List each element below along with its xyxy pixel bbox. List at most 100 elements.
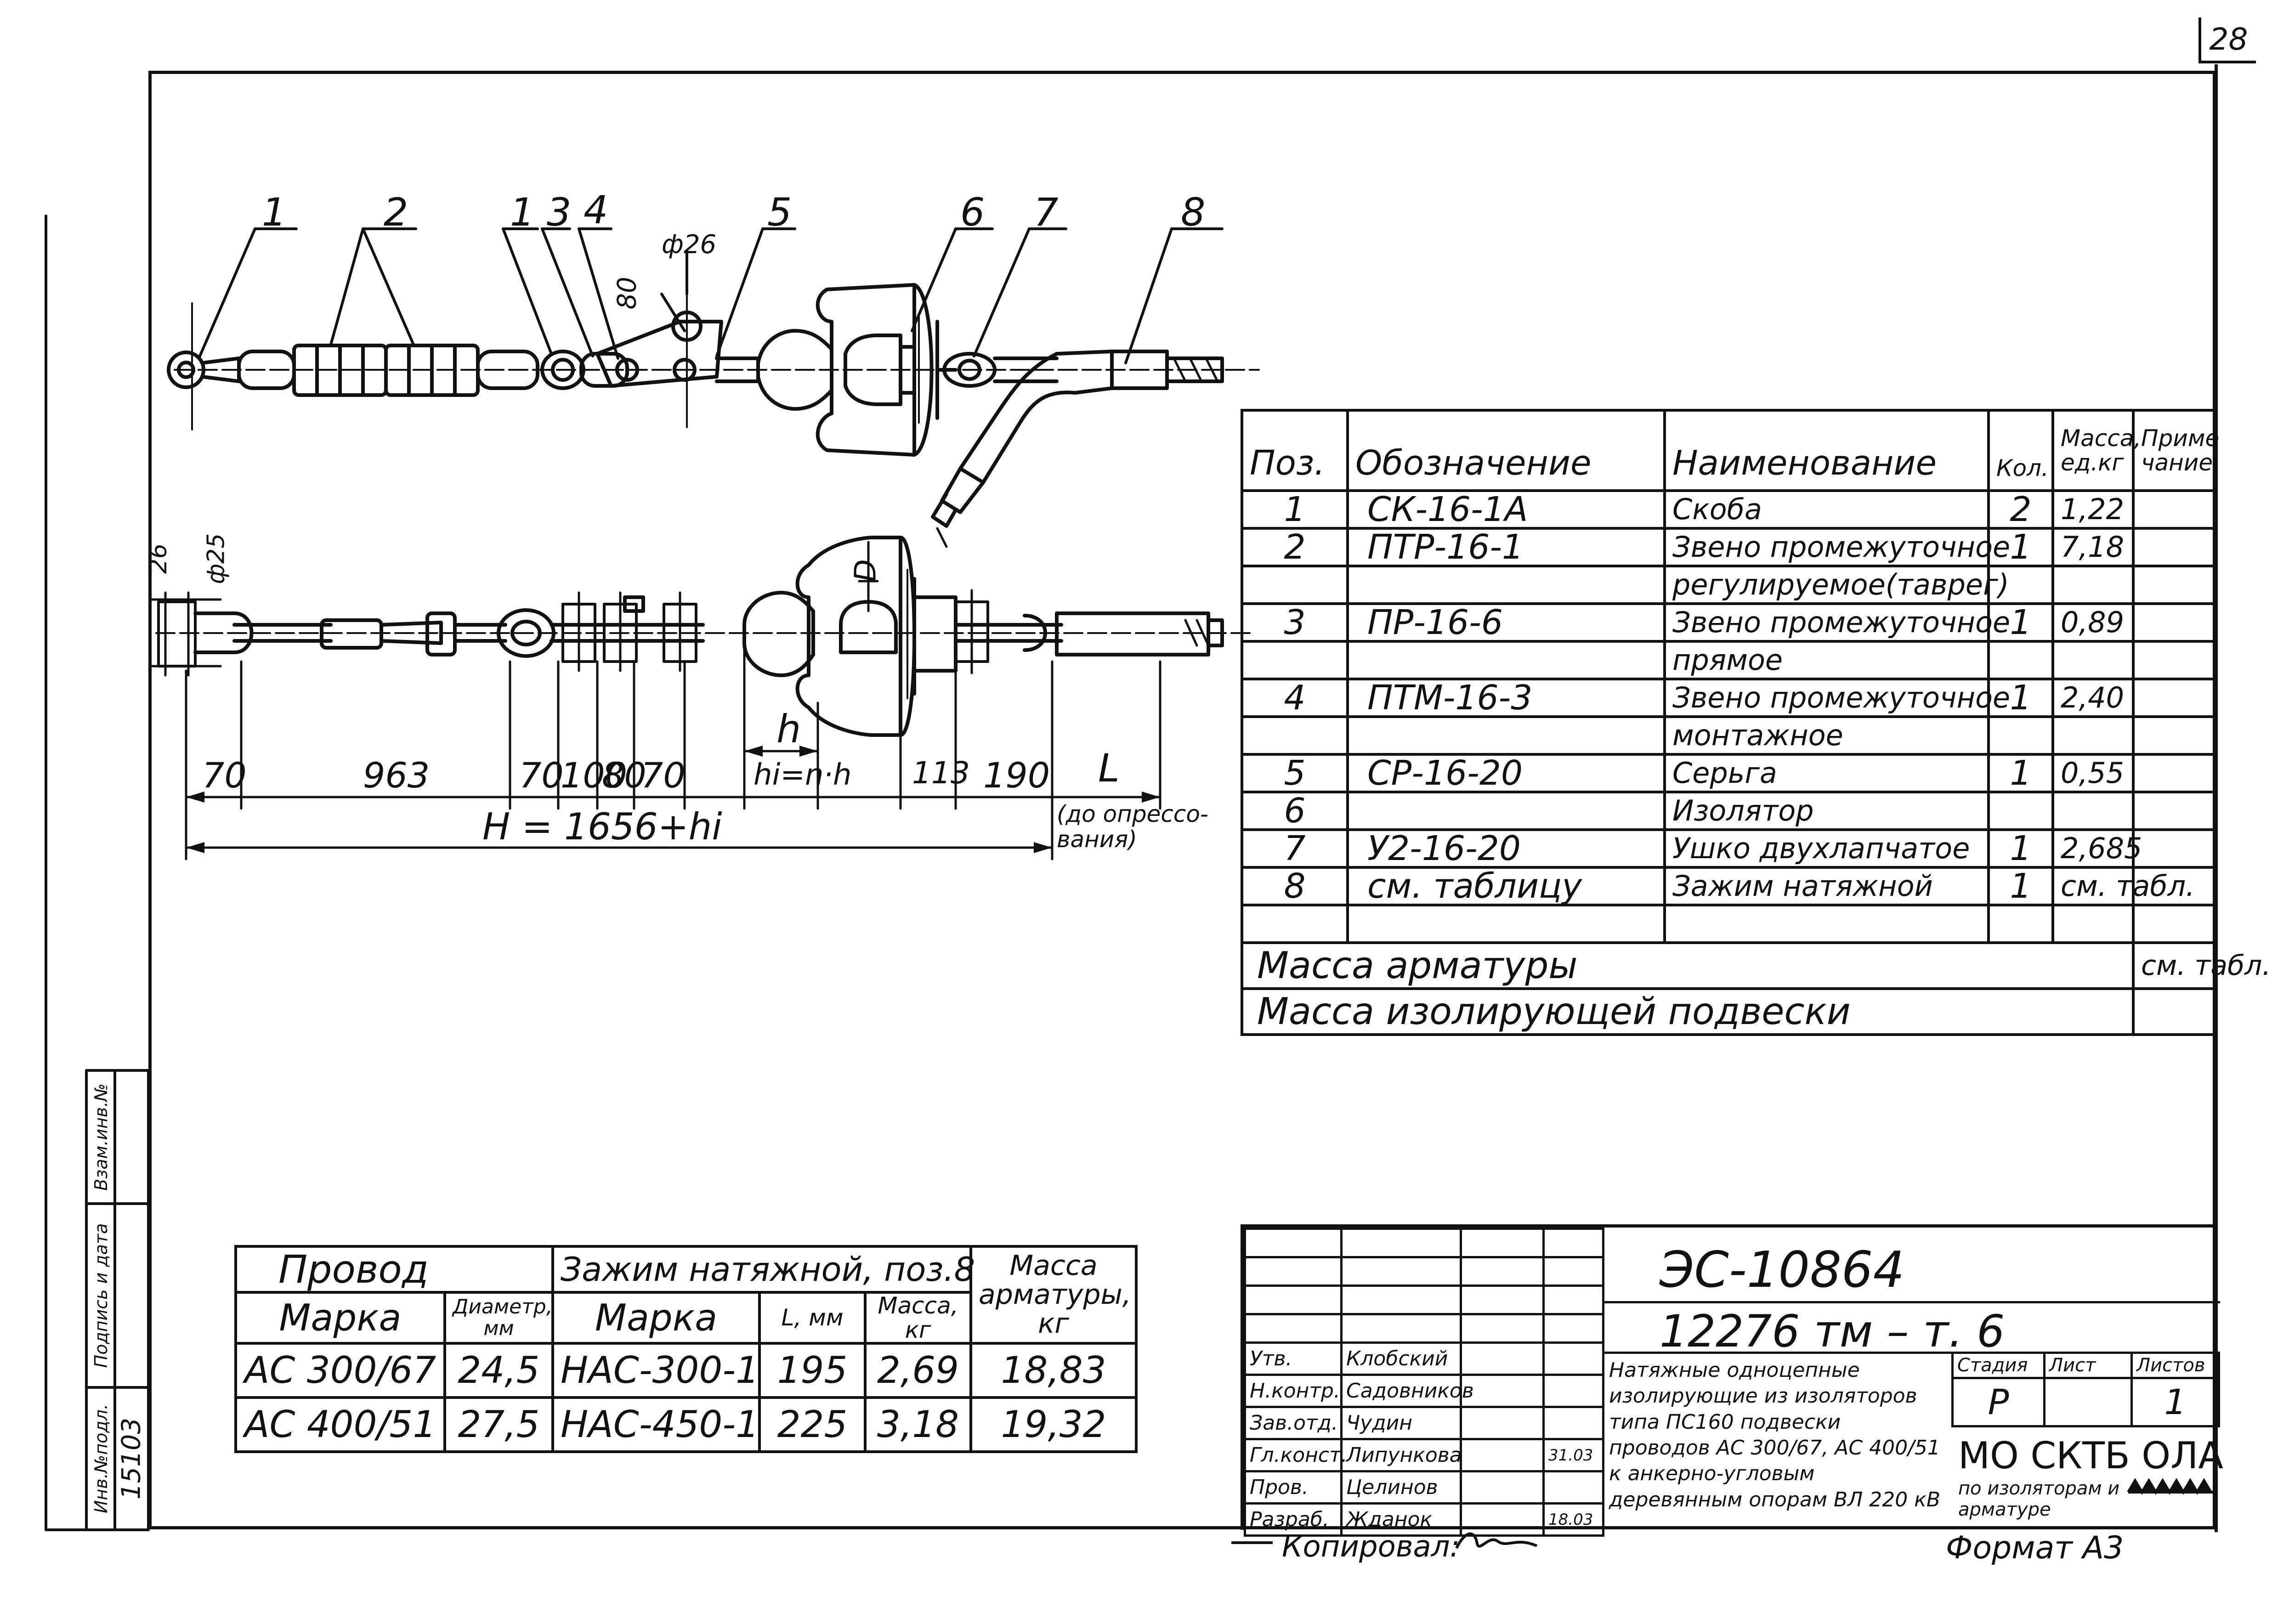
spec-cell-pos (1241, 715, 1349, 756)
title-block-blank-row (1244, 1284, 1604, 1315)
signature-sign (1460, 1502, 1545, 1537)
h-mark2: Марка (551, 1291, 761, 1345)
spec-cell-mass: см. табл. (2051, 866, 2195, 906)
stage-label: Стадия (1951, 1352, 2045, 1379)
callout-2: 2 (384, 190, 408, 235)
spec-cell-qty: 1 (1987, 602, 2054, 643)
title-block-blank-cell (1340, 1284, 1462, 1315)
signature-sign (1460, 1341, 1545, 1376)
spec-cell-note (2132, 640, 2217, 680)
spec-cell-mass: 0,55 (2051, 753, 2135, 793)
dim-H: H = 1656+hi (482, 805, 722, 848)
signature-date (1542, 1341, 1604, 1376)
total-suspension-label: Масса изолирующей подвески (1241, 987, 2135, 1036)
title-block-blank-cell (1340, 1228, 1462, 1258)
dimension-arrows (186, 746, 1160, 853)
title-block-blank-cell (1244, 1284, 1343, 1315)
stage-value: Р (1951, 1377, 2045, 1427)
callout-leaders (198, 227, 1224, 364)
signature-name: Клобский (1340, 1341, 1462, 1376)
spec-cell-pos: 8 (1241, 866, 1349, 906)
title-block-blank-row (1244, 1228, 1604, 1258)
spec-row (1241, 904, 2217, 944)
spec-table: Поз. Обозначение Наименование Кол. Масса… (1241, 409, 2271, 1036)
dim-L-note: (до опрессо-вания) (1057, 801, 1208, 853)
side-stamp-inv: Инв.№подл. (90, 1392, 113, 1525)
title-block-blank-cell (1244, 1228, 1343, 1258)
inv-number: 15103 (116, 1417, 147, 1500)
title-block-blank-cell (1244, 1256, 1343, 1287)
spec-row: прямое (1241, 640, 2217, 680)
wire-cell-L: 195 (758, 1342, 867, 1399)
spec-cell-mass: 2,40 (2051, 678, 2135, 718)
h-wire: Провод (234, 1245, 555, 1294)
title-block-blank-cell (1244, 1313, 1343, 1344)
spec-cell-note (2132, 753, 2217, 793)
dim-70b: 70 (519, 755, 564, 796)
wire-cell-diam: 24,5 (443, 1342, 555, 1399)
spec-cell-pos: 5 (1241, 753, 1349, 793)
sheet-label: Лист (2043, 1352, 2133, 1379)
dim-100: 100 (561, 755, 628, 796)
spec-cell-qty (1987, 565, 2054, 605)
spec-cell-note (2132, 791, 2217, 831)
signature-sign (1460, 1438, 1545, 1472)
dim-190: 190 (983, 755, 1050, 796)
title-block-blank-cell (1542, 1284, 1604, 1315)
spec-cell-pos: 3 (1241, 602, 1349, 643)
signature-date (1542, 1470, 1604, 1505)
side-stamp-frame (45, 215, 150, 1531)
drawing-title: Натяжные одноцепные изолирующие из изоля… (1602, 1352, 1951, 1533)
spec-cell-mass: 2,685 (2051, 828, 2142, 869)
spec-cell-qty: 2 (1987, 489, 2054, 530)
signature-date (1542, 1406, 1604, 1440)
spec-cell-name: монтажное (1663, 715, 1990, 756)
dim-D: D (849, 559, 883, 582)
dim-963: 963 (363, 755, 430, 796)
signature-role: Н.контр. (1244, 1374, 1343, 1408)
title-block-blank-cell (1460, 1228, 1545, 1258)
spec-cell-mass (2051, 791, 2135, 831)
title-block-blank-cell (1340, 1256, 1462, 1287)
callout-1: 1 (262, 190, 287, 235)
wire-cell-L: 225 (758, 1396, 867, 1453)
wire-cell-clamp: НАС-300-1 (551, 1342, 761, 1399)
spec-cell-pos (1241, 565, 1349, 605)
dim-phi26: ф26 (662, 230, 717, 260)
dim-113: 113 (912, 755, 970, 791)
col-name: Наименование (1663, 409, 1990, 492)
spec-cell-pos: 7 (1241, 828, 1349, 869)
col-note: Приме чание (2132, 409, 2219, 492)
spec-cell-note (2132, 565, 2217, 605)
title-block-blank-cell (1460, 1256, 1545, 1287)
signature-name: Липункова (1340, 1438, 1462, 1472)
spec-cell-code: У2-16-20 (1346, 828, 1666, 869)
wire-cell-total: 18,83 (969, 1342, 1138, 1399)
spec-cell-pos (1241, 640, 1349, 680)
spec-cell-name: прямое (1663, 640, 1990, 680)
dim-L: L (1098, 746, 1120, 791)
wire-cell-mark: АС 300/67 (234, 1342, 446, 1399)
dim-h: h (776, 707, 801, 752)
org-logo-marks (2127, 1478, 2215, 1495)
side-stamp-replace: Взам.инв.№ (90, 1075, 113, 1199)
total-armature-label: Масса арматуры (1241, 941, 2135, 990)
spec-cell-qty: 1 (1987, 828, 2054, 869)
spec-cell-code: см. таблицу (1346, 866, 1666, 906)
title-block-blank-cell (1542, 1313, 1604, 1344)
sheets-label: Листов (2130, 1352, 2220, 1379)
spec-cell-code (1346, 640, 1666, 680)
doc-code: ЭС-10864 (1660, 1241, 1905, 1299)
spec-cell-code: СР-16-20 (1346, 753, 1666, 793)
wire-table: Провод Зажим натяжной, поз.8 Масса армат… (234, 1245, 1138, 1453)
spec-cell-name: Скоба (1663, 489, 1990, 530)
spec-cell-mass: 0,89 (2051, 602, 2135, 643)
copied-label: Копировал: (1282, 1530, 1460, 1564)
signature-sign (1460, 1374, 1545, 1408)
col-mass: Масса, ед.кг (2051, 409, 2141, 492)
